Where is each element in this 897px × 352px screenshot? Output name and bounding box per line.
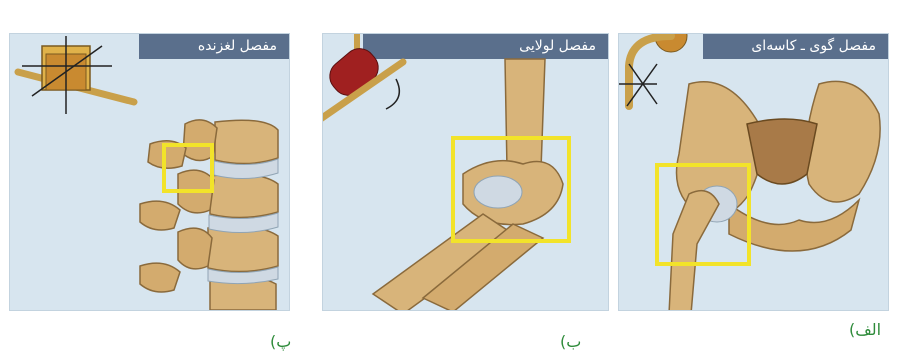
caption-be: ب) — [560, 332, 581, 351]
gliding-joint-icon — [12, 36, 142, 116]
panel-hinge-joint: مفصل لولایی — [322, 33, 609, 311]
caption-alef: الف) — [849, 320, 881, 339]
hinge-joint-icon — [322, 33, 421, 124]
ball-and-socket-joint-icon — [618, 33, 697, 114]
caption-pe: پ) — [270, 332, 291, 351]
panel-gliding-joint: مفصل لغزنده — [9, 33, 290, 311]
panel-ball-and-socket-joint: مفصل گوی ـ کاسه‌ای — [618, 33, 889, 311]
